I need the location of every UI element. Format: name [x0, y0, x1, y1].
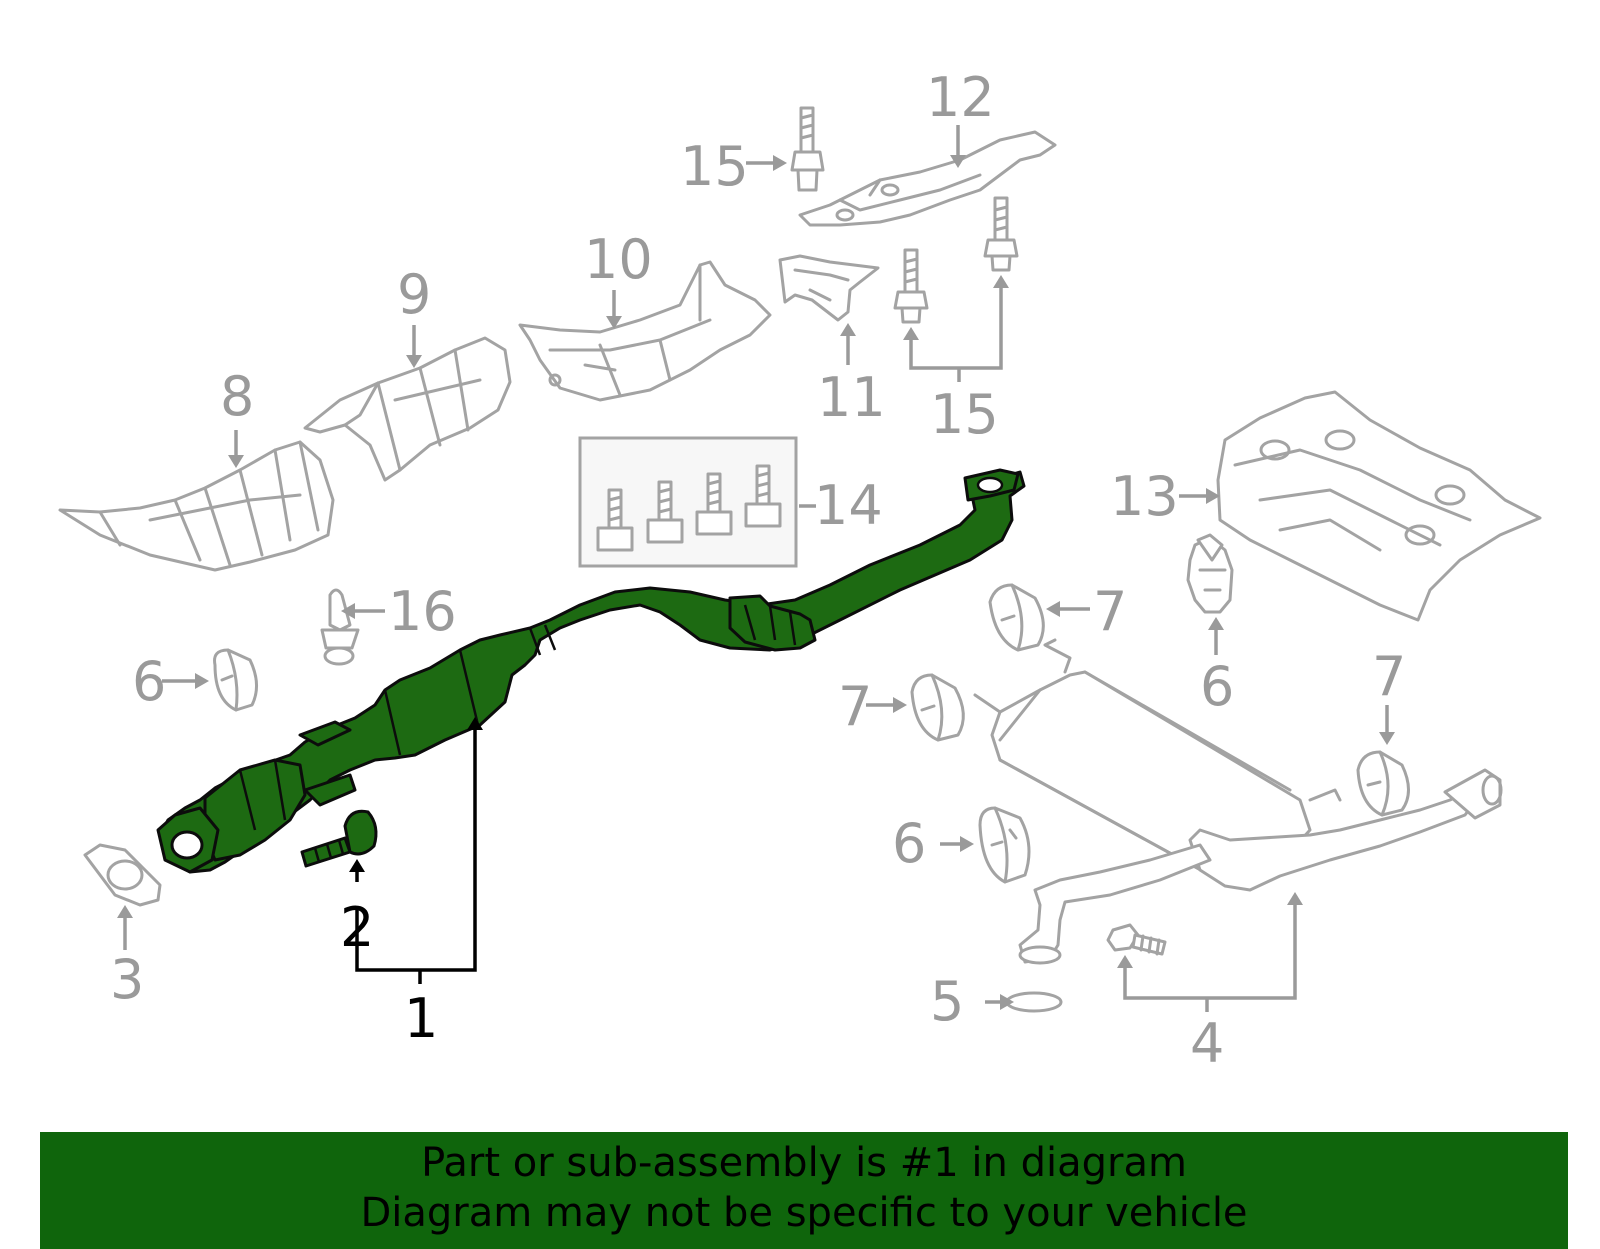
- callout-9[interactable]: 9: [397, 263, 431, 326]
- callout-15-bottom[interactable]: 15: [930, 383, 999, 446]
- bolt-kit-14[interactable]: [578, 436, 798, 568]
- callout-3[interactable]: 3: [110, 948, 144, 1011]
- hanger-6-left[interactable]: [213, 648, 258, 712]
- callout-7-left[interactable]: 7: [838, 675, 872, 738]
- heat-shield-13[interactable]: [1216, 390, 1542, 622]
- bolt-15-top[interactable]: [790, 106, 825, 192]
- hanger-6-right[interactable]: [1186, 533, 1234, 614]
- gasket-5[interactable]: [1005, 991, 1063, 1013]
- callout-1[interactable]: 1: [404, 987, 438, 1050]
- gasket-3[interactable]: [83, 843, 162, 907]
- clip-16[interactable]: [320, 588, 360, 666]
- callout-8[interactable]: 8: [220, 365, 254, 428]
- bracket-12[interactable]: [798, 130, 1057, 227]
- info-banner: Part or sub-assembly is #1 in diagram Di…: [40, 1132, 1568, 1249]
- callout-labels: 1 2 3 4 5 6 6 6 7 7 7 8 9 10 11 12 13 14…: [110, 66, 1406, 1075]
- callout-13[interactable]: 13: [1110, 465, 1179, 528]
- front-pipe-assembly-1[interactable]: [156, 468, 1026, 874]
- bracket-11[interactable]: [778, 254, 880, 322]
- callout-7-right[interactable]: 7: [1372, 645, 1406, 708]
- bolt-15-right[interactable]: [983, 196, 1019, 272]
- hanger-7-left[interactable]: [910, 673, 965, 742]
- hanger-6-lower[interactable]: [978, 806, 1031, 884]
- callout-16[interactable]: 16: [388, 580, 457, 643]
- muffler-assembly-4[interactable]: [973, 638, 1503, 965]
- banner-line-1: Part or sub-assembly is #1 in diagram: [421, 1140, 1187, 1186]
- exhaust-parts-diagram: 1 2 3 4 5 6 6 6 7 7 7 8 9 10 11 12 13 14…: [58, 66, 1542, 1075]
- bolt-2[interactable]: [300, 809, 378, 868]
- hanger-7-right[interactable]: [1356, 750, 1410, 817]
- heat-shield-10[interactable]: [518, 260, 772, 402]
- callout-7-top[interactable]: 7: [1093, 580, 1127, 643]
- leader-lines-highlight: [349, 717, 483, 984]
- heat-shield-8[interactable]: [58, 440, 335, 572]
- callout-2[interactable]: 2: [340, 896, 374, 959]
- callout-4[interactable]: 4: [1190, 1012, 1224, 1075]
- callout-6-lower[interactable]: 6: [892, 812, 926, 875]
- hanger-7-top[interactable]: [988, 583, 1045, 652]
- callout-14[interactable]: 14: [814, 474, 883, 537]
- heat-shield-9[interactable]: [303, 336, 512, 482]
- callout-5[interactable]: 5: [930, 970, 964, 1033]
- callout-12[interactable]: 12: [926, 66, 995, 129]
- callout-10[interactable]: 10: [584, 228, 653, 291]
- banner-line-2: Diagram may not be specific to your vehi…: [360, 1190, 1248, 1236]
- callout-11[interactable]: 11: [817, 366, 886, 429]
- callout-6-left[interactable]: 6: [132, 650, 166, 713]
- leader-lines: [117, 125, 1395, 1012]
- callout-6-right[interactable]: 6: [1200, 655, 1234, 718]
- callout-15-top[interactable]: 15: [680, 135, 749, 198]
- bolt-15-left[interactable]: [893, 248, 929, 324]
